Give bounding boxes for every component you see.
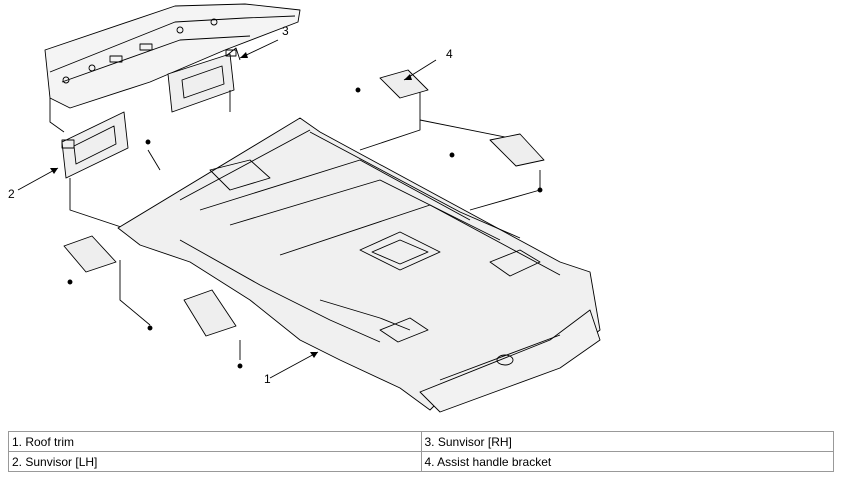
assist-handle-bracket-3 xyxy=(63,235,117,273)
assist-handle-bracket-1 xyxy=(379,69,429,99)
legend-row: 2. Sunvisor [LH] 4. Assist handle bracke… xyxy=(8,451,834,472)
callout-4: 4 xyxy=(446,47,453,61)
sunvisor-rh xyxy=(167,47,241,113)
front-header-panel xyxy=(44,3,301,109)
fasteners xyxy=(67,87,543,369)
roof-trim-exploded-diagram: 1 2 3 4 xyxy=(8,3,601,413)
assist-handle-bracket-2 xyxy=(489,133,545,167)
callout-2: 2 xyxy=(8,187,15,201)
legend-item-roof-trim: 1. Roof trim xyxy=(8,431,422,452)
rear-trim-panel xyxy=(419,309,601,413)
legend-row: 1. Roof trim 3. Sunvisor [RH] xyxy=(8,431,834,452)
sunvisor-lh xyxy=(61,111,129,179)
parts-legend-table: 1. Roof trim 3. Sunvisor [RH] 2. Sunviso… xyxy=(8,431,834,472)
legend-item-sunvisor-rh: 3. Sunvisor [RH] xyxy=(420,431,834,452)
callout-3: 3 xyxy=(282,24,289,38)
legend-item-assist-handle-bracket: 4. Assist handle bracket xyxy=(420,451,834,472)
callout-1: 1 xyxy=(264,372,271,386)
legend-item-sunvisor-lh: 2. Sunvisor [LH] xyxy=(8,451,422,472)
assist-handle-bracket-4 xyxy=(183,289,237,337)
roof-trim-headliner xyxy=(117,117,601,411)
